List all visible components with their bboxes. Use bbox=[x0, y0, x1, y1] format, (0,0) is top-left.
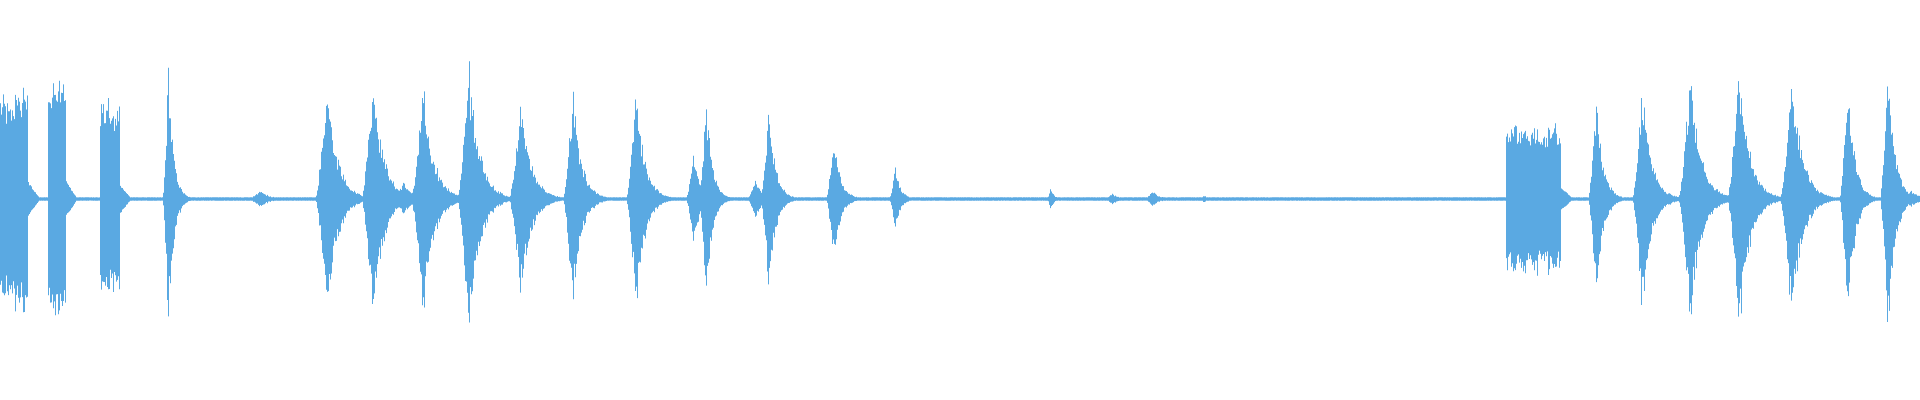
waveform-samples bbox=[0, 61, 1920, 323]
